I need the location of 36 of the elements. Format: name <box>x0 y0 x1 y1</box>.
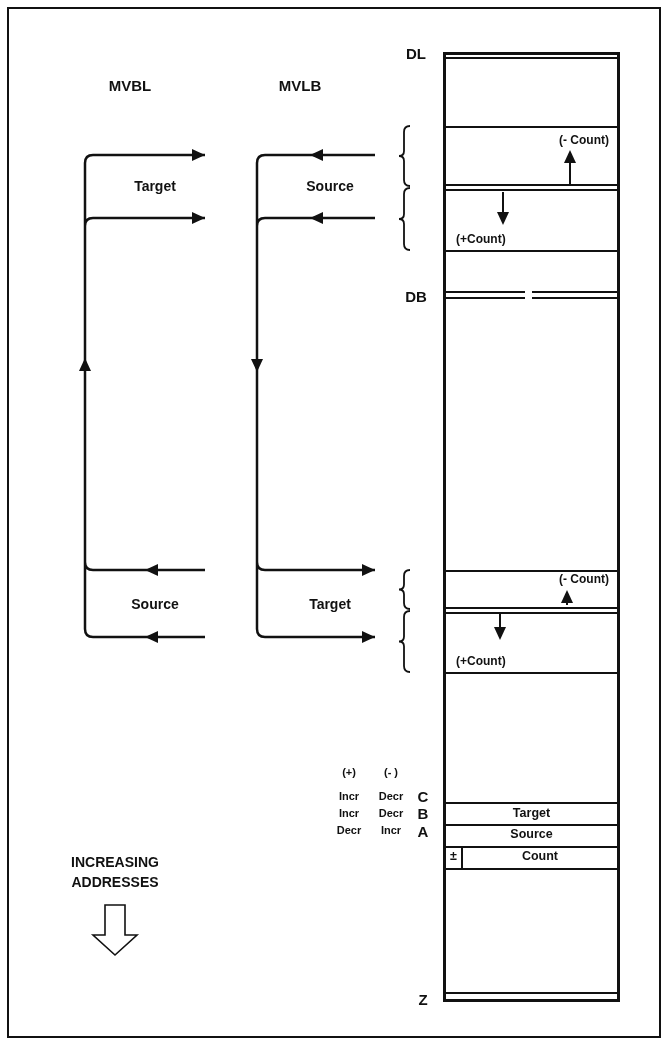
instruction-name: MVBL <box>108 77 152 95</box>
memory-region <box>446 570 617 609</box>
sign-text: ± <box>449 850 458 864</box>
memory-region <box>446 612 617 674</box>
table-text: Decr <box>336 824 362 838</box>
column-heading: (+) <box>342 766 356 780</box>
memory-region <box>446 126 617 186</box>
table-text: Decr <box>378 790 404 804</box>
area-label: Target <box>309 595 351 613</box>
table-text: Incr <box>380 824 402 838</box>
area-label: Target <box>134 177 176 195</box>
address-label: Z <box>418 991 428 1009</box>
count-label: (+Count) <box>456 654 506 668</box>
field-label: Target <box>511 807 552 821</box>
field-label: Source <box>509 828 554 842</box>
column-heading: (- ) <box>384 766 398 780</box>
address-label: DL <box>406 45 426 63</box>
address-label: DB <box>405 288 427 306</box>
instruction-name: MVLB <box>278 77 322 95</box>
axis-note: INCREASING ADDRESSES <box>70 852 160 892</box>
memory-field <box>446 802 617 826</box>
table-text: Decr <box>378 807 404 821</box>
address-label: A <box>417 823 429 841</box>
memory-column <box>443 52 620 1002</box>
count-label: (- Count) <box>559 134 609 148</box>
area-label: Source <box>131 595 179 613</box>
address-label: B <box>417 805 429 823</box>
address-label: C <box>417 788 429 806</box>
memory-region <box>446 189 617 252</box>
table-text: Incr <box>338 807 360 821</box>
count-label: (- Count) <box>559 573 609 587</box>
sign-field <box>446 846 463 870</box>
area-label: Source <box>306 177 354 195</box>
table-text: Incr <box>338 790 360 804</box>
count-label: (+Count) <box>456 232 506 246</box>
field-label: Count <box>520 850 560 864</box>
